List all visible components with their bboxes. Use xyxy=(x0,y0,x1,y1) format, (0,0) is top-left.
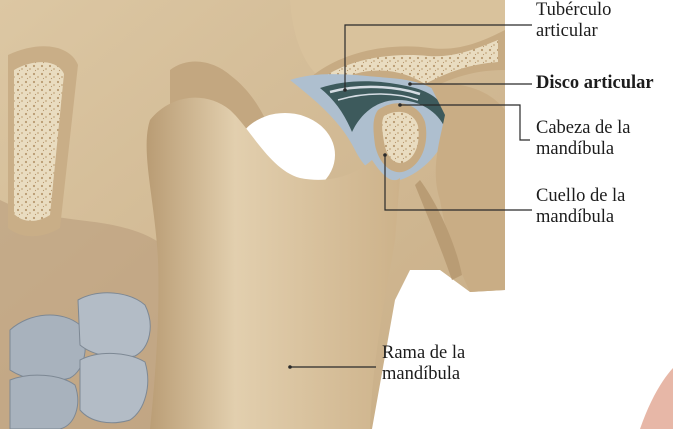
label-disco-text: Disco articular xyxy=(536,73,654,94)
label-cuello-line1: Cuello de la xyxy=(536,186,625,207)
skin-edge xyxy=(640,368,673,429)
label-rama-mandibula: Rama de la mandíbula xyxy=(382,343,465,385)
label-disco-articular: Disco articular xyxy=(536,73,654,94)
label-tuberculo-line1: Tubérculo xyxy=(536,0,611,21)
label-cuello-line2: mandíbula xyxy=(536,207,625,228)
label-rama-line2: mandíbula xyxy=(382,364,465,385)
label-cabeza-line1: Cabeza de la xyxy=(536,118,631,139)
label-tuberculo-line2: articular xyxy=(536,21,611,42)
label-rama-line1: Rama de la xyxy=(382,343,465,364)
label-cabeza-mandibula: Cabeza de la mandíbula xyxy=(536,118,631,160)
label-cuello-mandibula: Cuello de la mandíbula xyxy=(536,186,625,228)
label-cabeza-line2: mandíbula xyxy=(536,139,631,160)
label-tuberculo-articular: Tubérculo articular xyxy=(536,0,611,42)
